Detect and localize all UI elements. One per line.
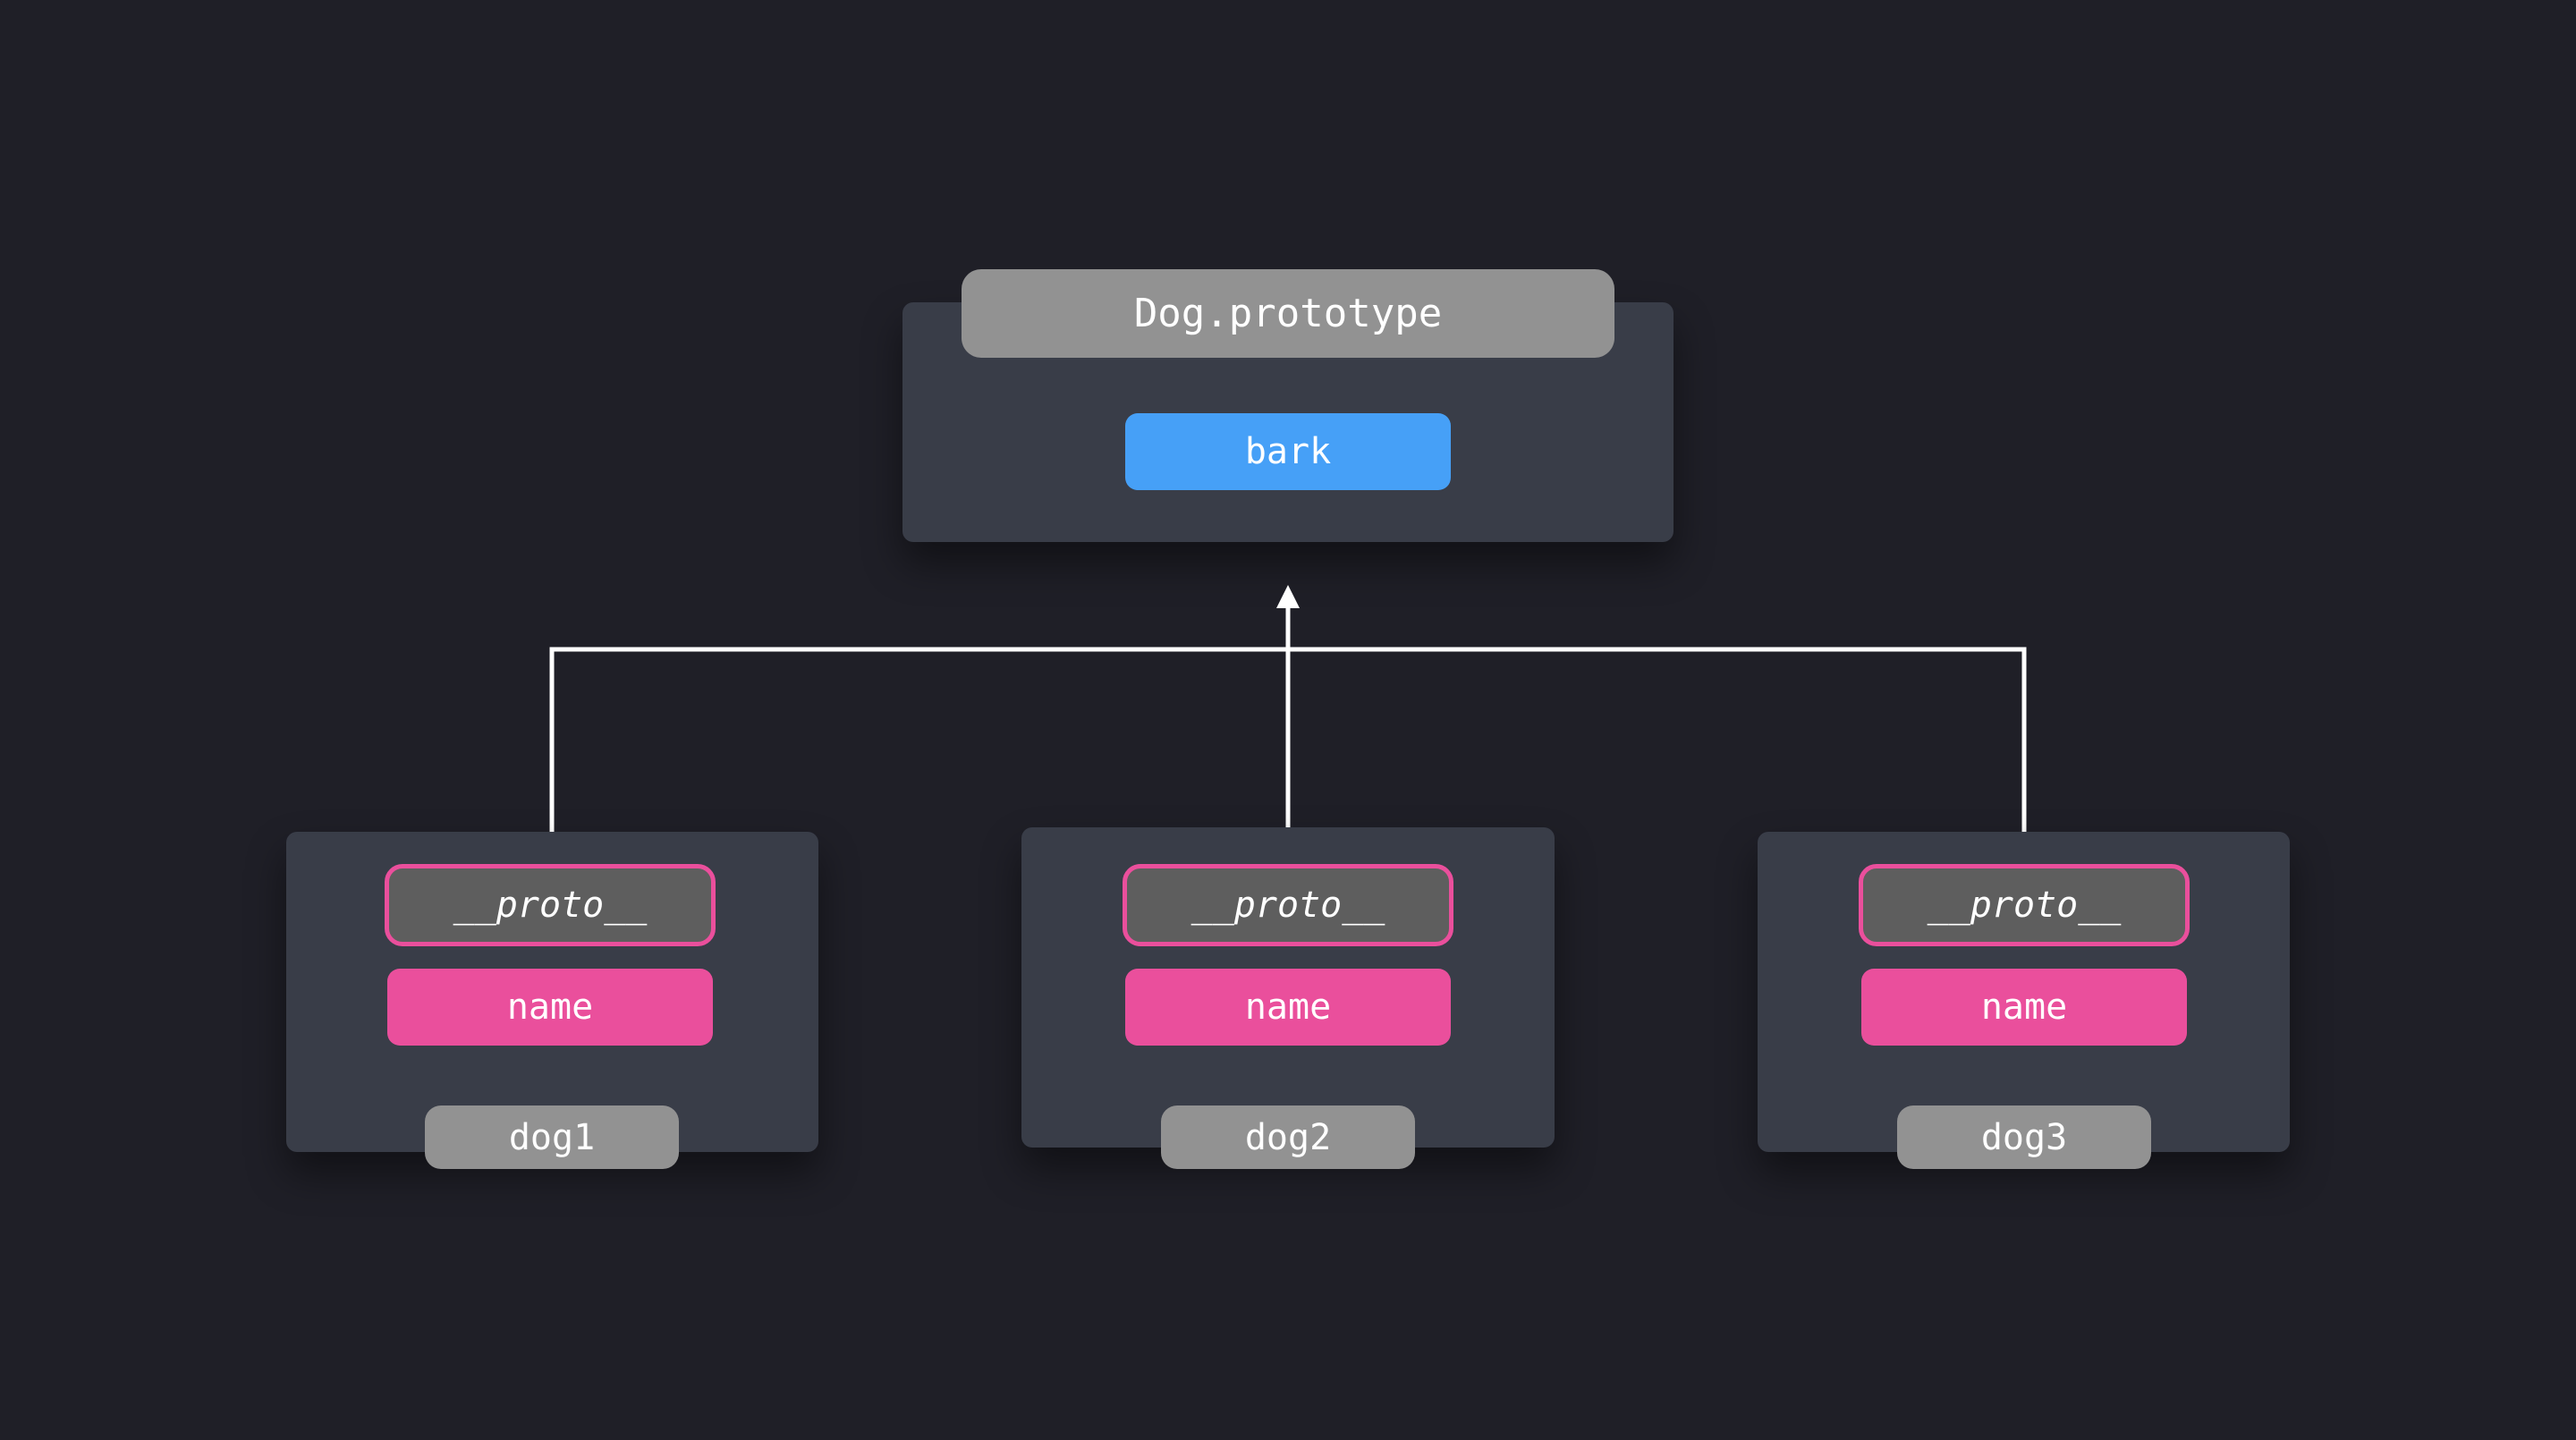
arrowhead-icon (1276, 585, 1300, 608)
dog2-label: dog2 (1161, 1105, 1415, 1169)
bark-method: bark (1125, 413, 1451, 490)
dog1-proto-slot: __proto__ (385, 864, 716, 946)
dog3-name-property: name (1861, 969, 2187, 1046)
dog2-name-property: name (1125, 969, 1451, 1046)
prototype-title: Dog.prototype (962, 269, 1614, 358)
dog2-proto-slot: __proto__ (1123, 864, 1453, 946)
dog1-label: dog1 (425, 1105, 679, 1169)
dog3-proto-slot: __proto__ (1859, 864, 2190, 946)
dog3-label: dog3 (1897, 1105, 2151, 1169)
dog1-name-property: name (387, 969, 713, 1046)
